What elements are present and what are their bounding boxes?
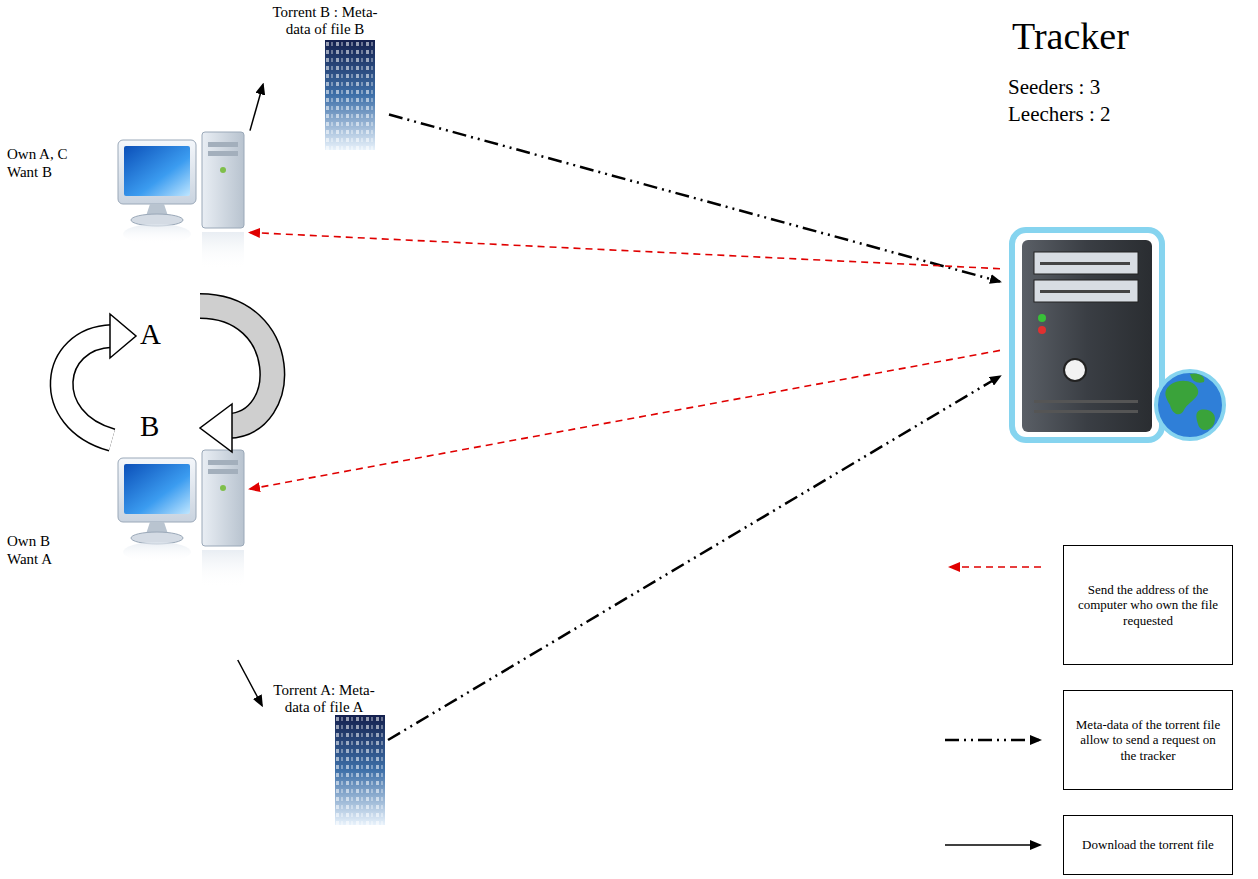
node-text: Want A	[7, 551, 52, 568]
tracker-request-arrow	[388, 376, 1000, 740]
computer-icon	[118, 132, 244, 270]
node-text: Want B	[7, 164, 52, 181]
torrent-node: Torrent A: Meta-data of file A	[262, 680, 388, 830]
legend-text: Send the address of the computer who own…	[1074, 582, 1222, 629]
computer-node: Own A, CWant B	[5, 120, 250, 272]
legend-sample-red-dashed	[950, 566, 1045, 568]
tracker-node: TrackerSeeders : 3 Leechers : 2	[1000, 15, 1225, 445]
binary-icon	[325, 40, 375, 150]
server-icon	[1012, 230, 1224, 440]
cycle-label: B	[140, 412, 159, 441]
tracker-request-arrow	[389, 115, 1000, 282]
legend-text: Meta-data of the torrent file allow to s…	[1074, 717, 1222, 764]
download-arrow	[238, 660, 262, 706]
address-reply-arrow	[250, 232, 1000, 268]
legend-box: Download the torrent file	[1063, 815, 1233, 875]
exchange-cycle	[62, 306, 273, 452]
node-text: Tracker	[1012, 15, 1129, 59]
node-text: Torrent B : Meta-data of file B	[263, 4, 387, 39]
legend-sample-dash-dot	[945, 739, 1040, 742]
cycle-label: A	[140, 320, 161, 349]
computer-icon	[118, 450, 244, 588]
binary-icon	[335, 715, 385, 825]
legend-box: Meta-data of the torrent file allow to s…	[1063, 690, 1233, 790]
computer-node: Own BWant A	[5, 435, 250, 660]
address-reply-arrow	[250, 350, 1000, 489]
torrent-node: Torrent B : Meta-data of file B	[263, 2, 389, 152]
node-text: Own A, C	[7, 146, 67, 163]
node-text: Seeders : 3	[1008, 75, 1100, 99]
node-text: Torrent A: Meta-data of file A	[262, 682, 386, 717]
legend-sample-solid	[945, 844, 1040, 846]
download-arrow	[250, 85, 263, 131]
node-text: Leechers : 2	[1008, 102, 1111, 126]
legend-text: Download the torrent file	[1082, 837, 1214, 853]
legend-box: Send the address of the computer who own…	[1063, 545, 1233, 665]
node-text: Own B	[7, 533, 50, 550]
